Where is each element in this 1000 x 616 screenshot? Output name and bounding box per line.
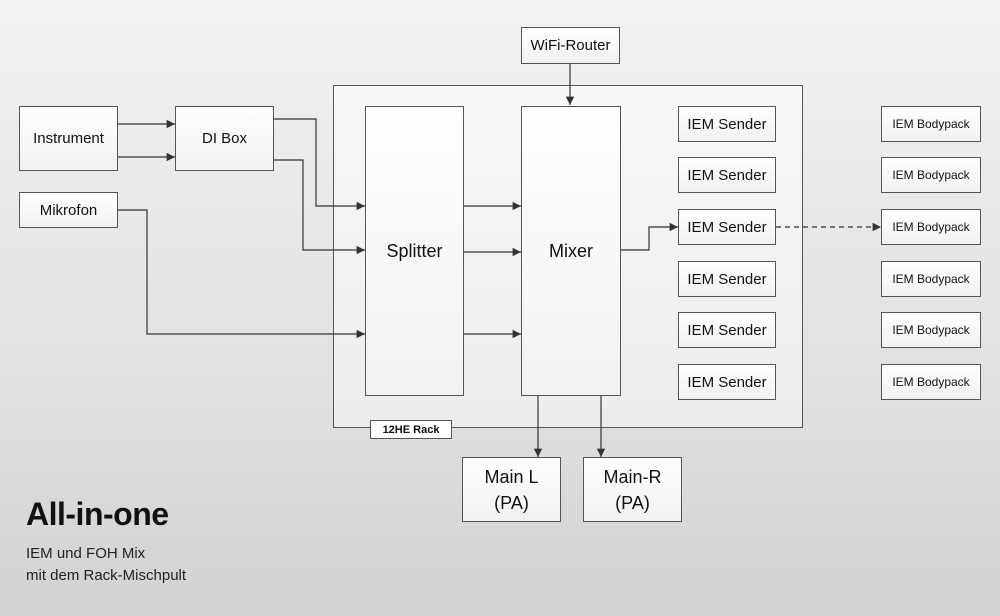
iem-bodypack-6: IEM Bodypack xyxy=(881,364,981,400)
caption-line-1: IEM und FOH Mix xyxy=(26,545,146,562)
iem-sender-3: IEM Sender xyxy=(678,209,776,245)
main-l-sublabel: (PA) xyxy=(494,492,529,513)
iem-sender-1: IEM Sender xyxy=(678,106,776,142)
iem-sender-2: IEM Sender xyxy=(678,157,776,193)
iem-sender-6: IEM Sender xyxy=(678,364,776,400)
iem-sender-4: IEM Sender xyxy=(678,261,776,297)
iem-sender-5: IEM Sender xyxy=(678,312,776,348)
main-r-label: Main-R xyxy=(603,466,662,487)
mixer-box: Mixer xyxy=(521,106,621,396)
wire-mikrofon-splitter xyxy=(117,209,365,339)
wire-di-splitter-2 xyxy=(274,159,365,255)
wire-di-splitter-1 xyxy=(274,118,365,211)
main-l-label: Main L xyxy=(484,466,539,487)
main-r-sublabel: (PA) xyxy=(615,492,650,513)
di-box: DI Box xyxy=(175,106,274,171)
iem-bodypack-5: IEM Bodypack xyxy=(881,312,981,348)
wire-mixer-iem xyxy=(621,222,678,251)
caption-title: All-in-one xyxy=(26,496,169,532)
main-l-box: Main L (PA) xyxy=(462,457,561,522)
iem-bodypack-2: IEM Bodypack xyxy=(881,157,981,193)
iem-bodypack-4: IEM Bodypack xyxy=(881,261,981,297)
rack-label: 12HE Rack xyxy=(370,420,452,439)
splitter-box: Splitter xyxy=(365,106,464,396)
mikrofon-box: Mikrofon xyxy=(19,192,118,228)
iem-bodypack-1: IEM Bodypack xyxy=(881,106,981,142)
caption-line-2: mit dem Rack-Mischpult xyxy=(26,567,187,584)
instrument-box: Instrument xyxy=(19,106,118,171)
iem-bodypack-3: IEM Bodypack xyxy=(881,209,981,245)
main-r-box: Main-R (PA) xyxy=(583,457,682,522)
wifi-router-box: WiFi-Router xyxy=(521,27,620,64)
